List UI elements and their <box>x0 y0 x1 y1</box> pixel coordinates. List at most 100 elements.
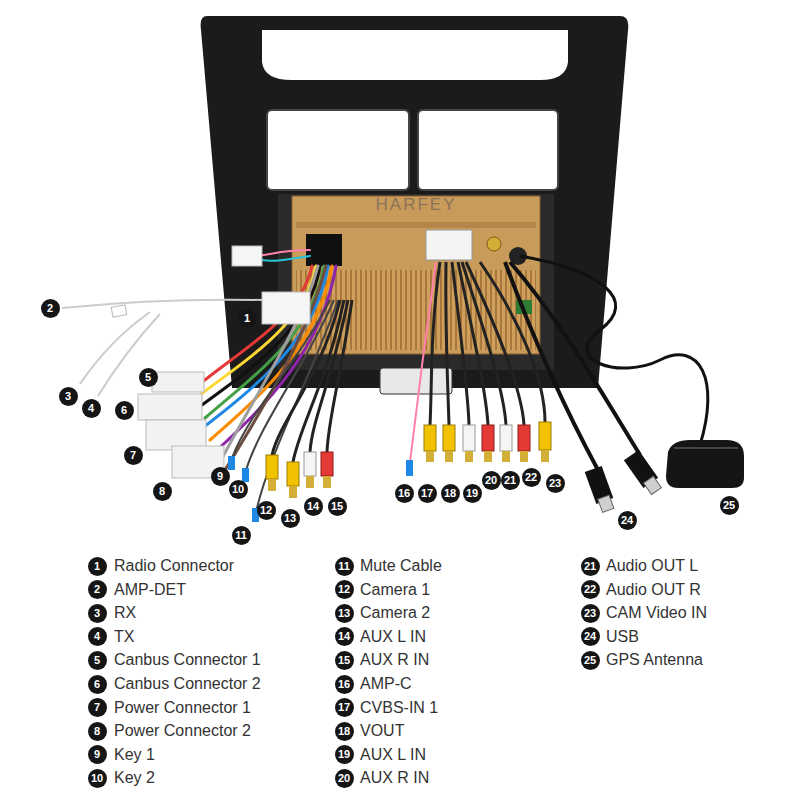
canbus-connector <box>138 394 202 420</box>
label-text: AUX L IN <box>360 628 426 645</box>
label-text: Camera 1 <box>360 581 430 598</box>
label-text: VOUT <box>360 722 404 739</box>
callout-number: 17 <box>418 484 437 503</box>
label-text: 13 <box>338 608 350 619</box>
callout-number: 6 <box>88 675 107 694</box>
label-text: 4 <box>88 403 94 414</box>
callout-number: 23 <box>546 474 565 493</box>
radio-connector <box>262 292 310 324</box>
callout-number: 7 <box>124 446 143 465</box>
label-text: 13 <box>284 513 296 524</box>
rca-plugs <box>266 452 333 498</box>
callout-number: 20 <box>482 471 501 490</box>
callout-number: 15 <box>328 497 347 516</box>
part-name: GPS Antenna <box>606 650 703 670</box>
callout-number: 15 <box>335 651 354 670</box>
callout-number: 5 <box>88 651 107 670</box>
rca-wires <box>410 262 545 462</box>
part-name: Audio OUT R <box>606 580 701 600</box>
callout-number: 24 <box>618 511 637 530</box>
label-text: 3 <box>65 391 71 402</box>
vent-opening <box>267 110 409 190</box>
part-name: Camera 2 <box>360 603 430 623</box>
amp-det-wire <box>62 300 262 308</box>
label-text: 24 <box>621 515 633 526</box>
label-text: Radio Connector <box>114 557 234 574</box>
callout-number: 17 <box>335 698 354 717</box>
label-text: 19 <box>338 749 350 760</box>
label-text: 22 <box>525 472 537 483</box>
label-text: 9 <box>217 471 223 482</box>
label-text: 1 <box>244 313 250 324</box>
callout-number: 23 <box>581 604 600 623</box>
label-text: 11 <box>338 561 350 572</box>
label-text: 25 <box>723 500 735 511</box>
label-text: 16 <box>398 488 410 499</box>
callout-number: 4 <box>82 399 101 418</box>
callout-number: 11 <box>335 557 354 576</box>
label-text: 12 <box>260 505 272 516</box>
callout-number: 12 <box>335 580 354 599</box>
label-text: 17 <box>338 702 350 713</box>
key-leads <box>232 300 338 512</box>
callout-number: 14 <box>304 497 323 516</box>
callout-number: 2 <box>41 299 60 318</box>
lead-tip <box>228 456 235 470</box>
callout-number: 1 <box>88 557 107 576</box>
callout-number: 18 <box>441 484 460 503</box>
callout-number: 18 <box>335 722 354 741</box>
part-name: Radio Connector <box>114 556 234 576</box>
lead-tip <box>406 460 413 476</box>
label-text: 4 <box>94 631 100 642</box>
label-text: 15 <box>338 655 350 666</box>
label-text: Key 1 <box>114 746 155 763</box>
label-text: CAM Video IN <box>606 604 707 621</box>
label-text: 5 <box>94 655 100 666</box>
label-text: 23 <box>549 478 561 489</box>
antenna-highlight <box>674 447 738 449</box>
usb-cables <box>505 262 640 470</box>
label-text: 22 <box>584 584 596 595</box>
label-text: AMP-DET <box>114 581 186 598</box>
rca-plugs <box>424 422 551 462</box>
callout-number: 19 <box>463 484 482 503</box>
vent-opening <box>418 110 558 190</box>
label-text: 6 <box>121 405 127 416</box>
label-text: 2 <box>47 303 53 314</box>
callout-number: 2 <box>88 580 107 599</box>
label-text: 18 <box>338 726 350 737</box>
callout-number: 5 <box>139 368 158 387</box>
part-name: RX <box>114 603 136 623</box>
part-name: VOUT <box>360 721 404 741</box>
callout-number: 3 <box>88 604 107 623</box>
part-name: AUX R IN <box>360 650 429 670</box>
callout-number: 3 <box>59 387 78 406</box>
label-text: AMP-C <box>360 675 412 692</box>
harness-socket <box>306 234 342 266</box>
usb-plug <box>585 466 614 512</box>
label-text: HARFEY <box>376 195 457 214</box>
callout-number: 10 <box>88 769 107 788</box>
label-text: 14 <box>307 501 319 512</box>
label-text: 3 <box>94 608 100 619</box>
callout-number: 21 <box>581 557 600 576</box>
label-text: 6 <box>94 679 100 690</box>
callout-number: 8 <box>153 482 172 501</box>
part-name: AMP-DET <box>114 580 186 600</box>
label-text: 16 <box>338 679 350 690</box>
label-text: 12 <box>338 584 350 595</box>
callout-number: 6 <box>115 401 134 420</box>
label-text: USB <box>606 628 639 645</box>
gps-cable <box>520 256 708 445</box>
label-text: 24 <box>584 631 596 642</box>
callout-number: 20 <box>335 769 354 788</box>
label-text: Mute Cable <box>360 557 442 574</box>
label-text: 10 <box>91 773 103 784</box>
callout-number: 14 <box>335 627 354 646</box>
part-name: AMP-C <box>360 674 412 694</box>
callout-number: 8 <box>88 722 107 741</box>
label-text: AUX L IN <box>360 746 426 763</box>
canbus-connector <box>152 372 204 392</box>
callout-number: 19 <box>335 745 354 764</box>
